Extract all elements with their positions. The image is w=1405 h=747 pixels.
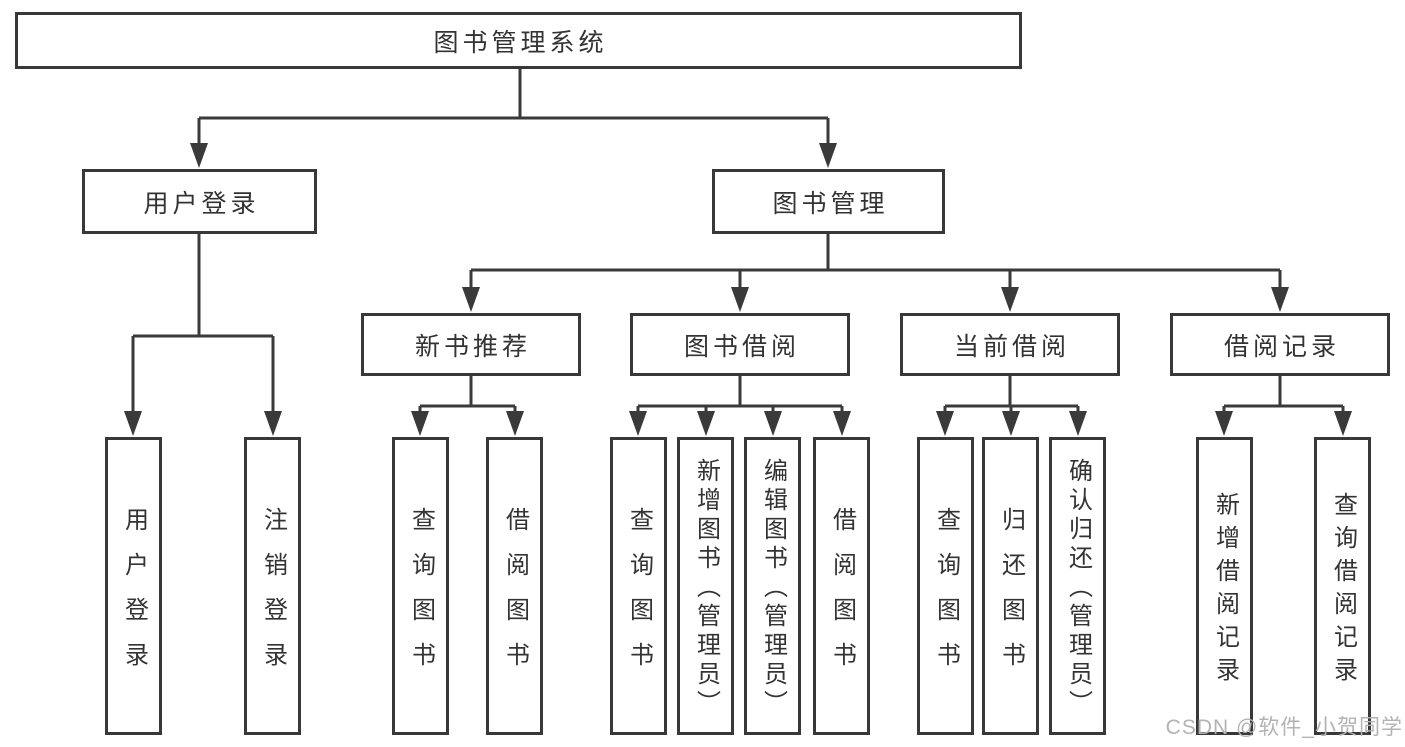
arrowhead-icon	[124, 411, 142, 436]
leaf-query-books-1: 查询图书	[392, 437, 449, 735]
arrowhead-icon	[1334, 411, 1352, 436]
leaf-add-borrow-record: 新增借阅记录	[1196, 437, 1253, 735]
leaf-confirm-return-admin-label: 确认归还（管理员）	[1064, 458, 1092, 719]
leaf-borrow-books-1: 借阅图书	[486, 437, 543, 735]
connector-line	[197, 69, 830, 145]
node-new-book-rec-label: 新书推荐	[414, 332, 531, 361]
connector-line	[943, 375, 1080, 412]
leaf-return-books: 归还图书	[982, 437, 1039, 735]
connector-line	[1222, 375, 1345, 412]
connector-book-mgmt-children	[462, 234, 1289, 312]
arrowhead-icon	[1069, 411, 1087, 436]
connector-book-borrow-children	[629, 375, 851, 436]
node-book-mgmt: 图书管理	[712, 169, 945, 234]
leaf-confirm-return-admin: 确认归还（管理员）	[1049, 437, 1106, 735]
leaf-edit-books-admin: 编辑图书（管理员）	[744, 437, 801, 735]
arrowhead-icon	[1001, 287, 1019, 312]
arrowhead-icon	[190, 143, 208, 168]
leaf-add-books-admin: 新增图书（管理员）	[677, 437, 734, 735]
connector-root-to-level2	[190, 69, 837, 168]
arrowhead-icon	[506, 411, 524, 436]
arrowhead-icon	[264, 411, 282, 436]
arrowhead-icon	[764, 411, 782, 436]
connector-line	[131, 234, 275, 413]
node-user-login: 用户登录	[82, 169, 317, 234]
connector-borrow-records-children	[1215, 375, 1352, 436]
connector-line	[418, 375, 517, 412]
leaf-query-books-2: 查询图书	[610, 437, 667, 735]
leaf-user-login-label: 用户登录	[120, 506, 148, 687]
arrowhead-icon	[1215, 411, 1233, 436]
arrowhead-icon	[833, 411, 851, 436]
arrowhead-icon	[629, 411, 647, 436]
connector-line	[636, 375, 844, 412]
leaf-borrow-books-2-label: 借阅图书	[828, 506, 856, 687]
leaf-logout-label: 注销登录	[259, 506, 287, 687]
node-user-login-label: 用户登录	[143, 189, 260, 218]
node-book-borrow-label: 图书借阅	[683, 332, 800, 361]
leaf-logout: 注销登录	[244, 437, 301, 735]
leaf-query-borrow-record-label: 查询借阅记录	[1329, 491, 1357, 690]
node-book-mgmt-label: 图书管理	[772, 189, 889, 218]
csdn-watermark: CSDN @软件_小贺同学	[1165, 716, 1403, 739]
connector-current-borrow-children	[936, 375, 1087, 436]
leaf-add-books-admin-label: 新增图书（管理员）	[692, 458, 720, 719]
leaf-add-borrow-record-label: 新增借阅记录	[1211, 491, 1239, 690]
arrowhead-icon	[411, 411, 429, 436]
arrowhead-icon	[697, 411, 715, 436]
node-current-borrow: 当前借阅	[900, 313, 1120, 376]
arrowhead-icon	[936, 411, 954, 436]
node-root: 图书管理系统	[15, 12, 1022, 69]
leaf-user-login: 用户登录	[105, 437, 162, 735]
arrowhead-icon	[462, 287, 480, 312]
connector-new-book-rec-children	[411, 375, 524, 436]
leaf-edit-books-admin-label: 编辑图书（管理员）	[759, 458, 787, 719]
leaf-query-books-2-label: 查询图书	[625, 506, 653, 687]
node-book-borrow: 图书借阅	[630, 313, 850, 376]
leaf-borrow-books-1-label: 借阅图书	[501, 506, 529, 687]
leaf-query-books-3: 查询图书	[917, 437, 974, 735]
node-new-book-rec: 新书推荐	[361, 313, 581, 376]
arrowhead-icon	[819, 143, 837, 168]
leaf-borrow-books-2: 借阅图书	[813, 437, 870, 735]
leaf-query-books-1-label: 查询图书	[407, 506, 435, 687]
node-current-borrow-label: 当前借阅	[953, 332, 1070, 361]
arrowhead-icon	[731, 287, 749, 312]
leaf-query-books-3-label: 查询图书	[932, 506, 960, 687]
arrowhead-icon	[1002, 411, 1020, 436]
connector-line	[469, 234, 1282, 289]
leaf-query-borrow-record: 查询借阅记录	[1314, 437, 1371, 735]
node-borrow-records: 借阅记录	[1170, 313, 1390, 376]
arrowhead-icon	[1271, 287, 1289, 312]
connector-user-login-children	[124, 234, 282, 436]
node-root-label: 图书管理系统	[433, 28, 608, 57]
node-borrow-records-label: 借阅记录	[1223, 332, 1340, 361]
leaf-return-books-label: 归还图书	[997, 506, 1025, 687]
